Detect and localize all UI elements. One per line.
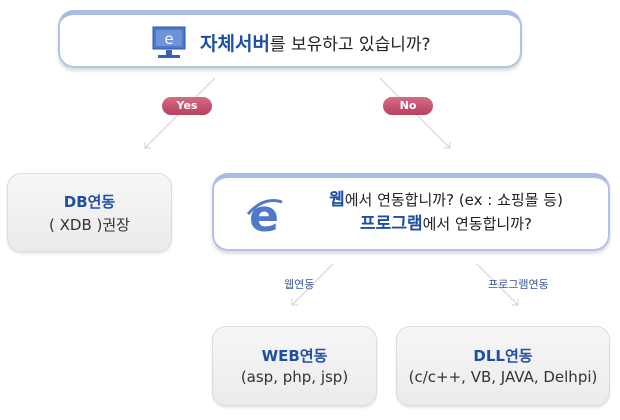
web-highlight: 웹 bbox=[329, 190, 345, 210]
web-branch-label: 웹연동 bbox=[284, 278, 315, 291]
top-question-text: 자체서버를 보유하고 있습니까? bbox=[200, 29, 431, 56]
middle-question-line1: 웹에서 연동합니까? (ex : 쇼핑몰 등) bbox=[296, 188, 596, 212]
line2-rest: 에서 연동합니까? bbox=[422, 215, 532, 233]
arrow-web bbox=[291, 263, 334, 306]
dll-box-subtitle: (c/c++, VB, JAVA, Delhpi) bbox=[408, 368, 598, 386]
internet-explorer-icon: e bbox=[244, 191, 284, 242]
top-question-box: e 자체서버를 보유하고 있습니까? bbox=[58, 10, 522, 68]
program-highlight: 프로그램 bbox=[360, 214, 423, 234]
arrow-program bbox=[476, 263, 519, 306]
line1-rest: 에서 연동합니까? (ex : 쇼핑몰 등) bbox=[344, 191, 563, 209]
no-pill: No bbox=[383, 97, 433, 115]
svg-text:e: e bbox=[164, 30, 173, 48]
db-box-title: DB연동 bbox=[63, 193, 116, 211]
web-box-title: WEB연동 bbox=[261, 347, 328, 365]
top-question-rest: 를 보유하고 있습니까? bbox=[269, 35, 431, 55]
dll-box: DLL연동 (c/c++, VB, JAVA, Delhpi) bbox=[396, 326, 610, 406]
top-question-highlight: 자체서버 bbox=[200, 33, 270, 55]
db-box-subtitle: ( XDB )권장 bbox=[49, 216, 130, 234]
middle-question-box: e 웹에서 연동합니까? (ex : 쇼핑몰 등) 프로그램에서 연동합니까? bbox=[212, 173, 610, 251]
middle-question-line2: 프로그램에서 연동합니까? bbox=[296, 212, 596, 236]
monitor-icon: e bbox=[152, 26, 186, 64]
web-box: WEB연동 (asp, php, jsp) bbox=[212, 326, 377, 406]
dll-box-title: DLL연동 bbox=[473, 347, 533, 365]
db-box: DB연동 ( XDB )권장 bbox=[7, 173, 172, 252]
web-box-subtitle: (asp, php, jsp) bbox=[240, 368, 349, 386]
program-branch-label: 프로그램연동 bbox=[488, 278, 549, 291]
yes-pill: Yes bbox=[162, 97, 212, 115]
